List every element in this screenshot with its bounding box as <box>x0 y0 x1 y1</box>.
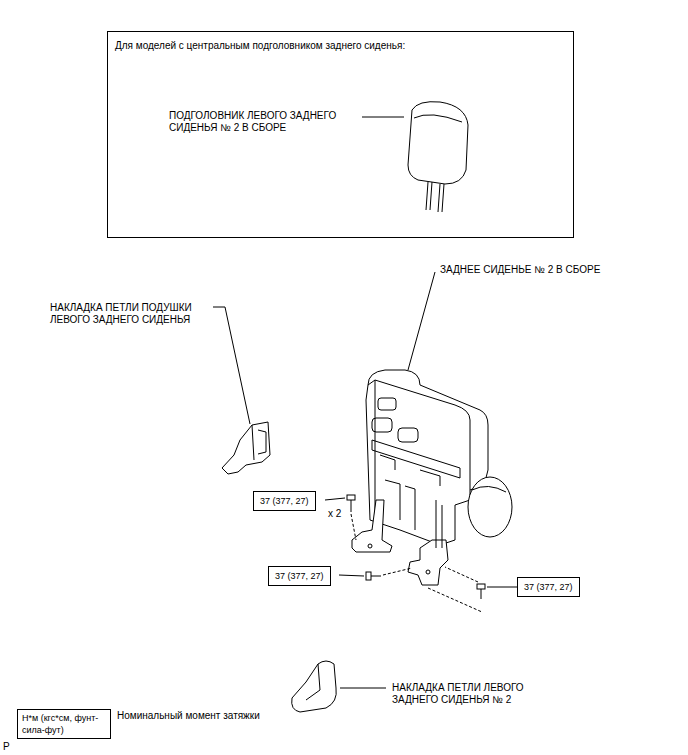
leader-line <box>487 587 517 588</box>
seat-drawing <box>352 370 512 585</box>
leader-line <box>339 575 364 576</box>
variant-heading: Для моделей с центральным подголовником … <box>115 40 555 52</box>
part-name: НАКЛАДКА ПЕТЛИ ПОДУШКИ ЛЕВОГО ЗАДНЕГО СИ… <box>50 302 230 326</box>
legend-description: Номинальный момент затяжки <box>117 710 260 722</box>
leader-line <box>325 498 345 500</box>
variant-frame: Для моделей с центральным подголовником … <box>107 31 574 238</box>
quantity-note: x 2 <box>328 508 341 520</box>
page-mark: P <box>3 741 10 753</box>
leader-line <box>213 307 250 424</box>
hinge-cover-drawing <box>222 422 270 474</box>
box-text: 37 (377, 27) <box>275 570 324 582</box>
torque-box: 37 (377, 27) <box>517 577 580 597</box>
leader-line <box>428 588 482 612</box>
torque-box: 37 (377, 27) <box>253 491 316 511</box>
hinge-cover-2-drawing <box>292 661 337 712</box>
leader-line <box>340 688 386 689</box>
bolt <box>347 495 356 540</box>
headrest-drawing <box>408 102 468 212</box>
part-name: НАКЛАДКА ПЕТЛИ ЛЕВОГО ЗАДНЕГО СИДЕНЬЯ № … <box>392 682 552 706</box>
bolt <box>366 568 412 580</box>
bolt <box>445 567 485 599</box>
torque-legend-box: Н*м (кгс*см, фунт-сила-фут) <box>17 709 111 739</box>
part-name: ПОДГОЛОВНИК ЛЕВОГО ЗАДНЕГО СИДЕНЬЯ № 2 В… <box>169 110 369 134</box>
box-text: 37 (377, 27) <box>260 495 309 507</box>
box-text: 37 (377, 27) <box>524 581 573 593</box>
torque-box: 37 (377, 27) <box>268 566 331 586</box>
part-name: ЗАДНЕЕ СИДЕНЬЕ № 2 В СБОРЕ <box>440 264 600 276</box>
leader-line <box>408 272 435 370</box>
leader-line <box>362 117 404 118</box>
box-text: Н*м (кгс*см, фунт-сила-фут) <box>22 712 106 736</box>
